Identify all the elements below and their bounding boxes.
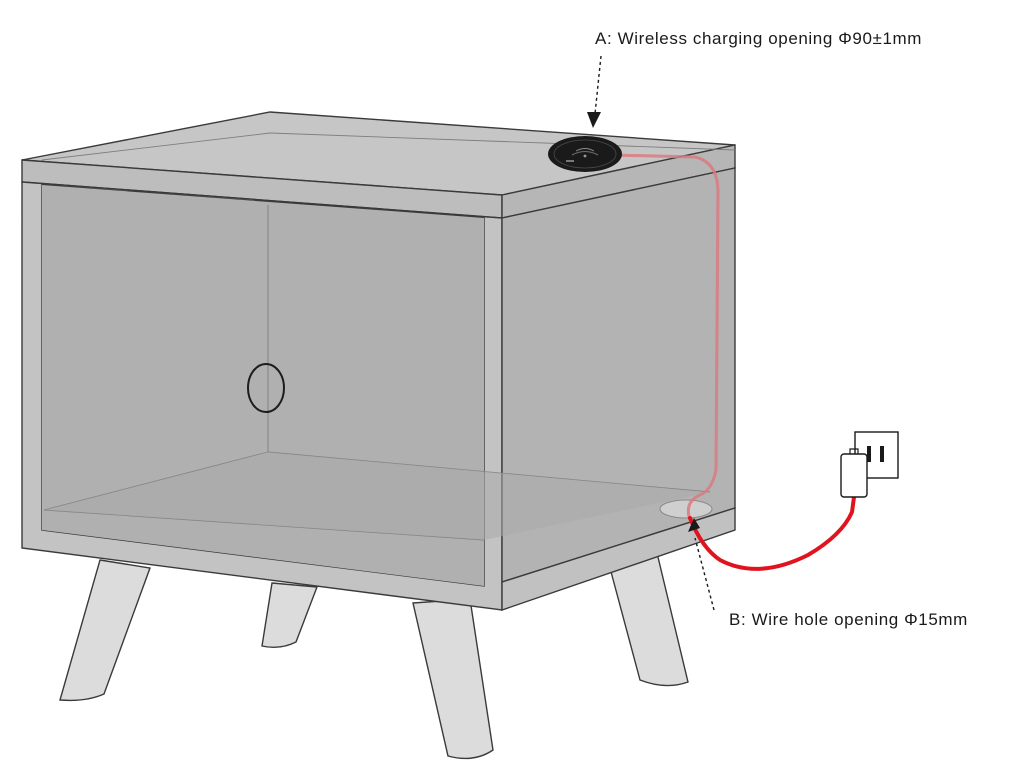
legs <box>59 552 689 760</box>
cable-external <box>688 495 856 571</box>
power-adapter <box>840 448 868 498</box>
cabinet <box>21 111 736 611</box>
callout-arrow-a <box>587 55 602 128</box>
wireless-charger <box>548 136 622 172</box>
leg-back-left <box>261 582 318 649</box>
leg-front-left <box>59 559 151 702</box>
handle-hole <box>247 363 285 413</box>
callout-label-a: A: Wireless charging opening Φ90±1mm <box>595 29 923 48</box>
callout-label-b: B: Wire hole opening Φ15mm <box>729 610 968 629</box>
leg-front-right <box>412 598 494 760</box>
wire-hole-b <box>659 499 713 519</box>
callout-arrow-b <box>688 518 715 611</box>
cable-internal <box>611 153 720 521</box>
leg-back-right <box>609 552 689 687</box>
cabinet-bottom-shelf <box>44 452 710 540</box>
cabinet-side-bottom-edge <box>501 507 736 611</box>
